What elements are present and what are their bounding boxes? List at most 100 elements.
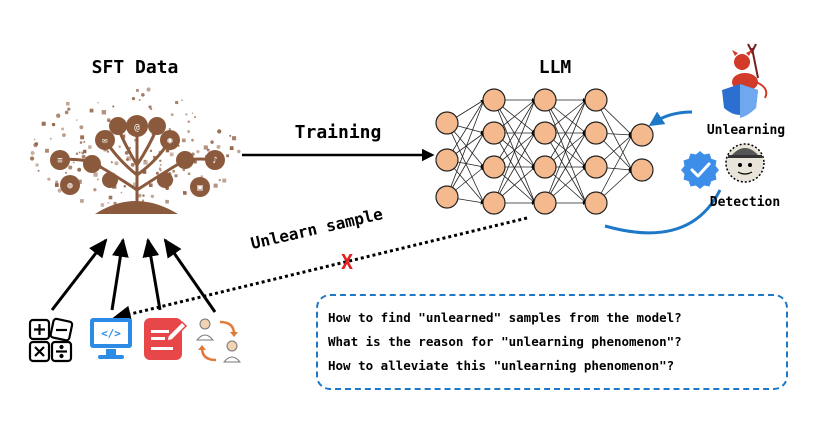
data-icon-dot	[143, 160, 148, 165]
data-icon-dot	[131, 96, 136, 101]
verified-badge-icon	[681, 151, 719, 189]
data-icon-dot	[47, 177, 51, 181]
data-icon-dot	[33, 142, 38, 148]
data-icon-dot	[49, 137, 52, 140]
data-icon-dot	[108, 195, 113, 200]
data-icon-dot	[110, 161, 113, 164]
note-glyph: ≡	[57, 156, 63, 166]
data-icon-dot	[185, 113, 188, 116]
data-icon-dot	[134, 138, 137, 142]
data-icon-dot	[217, 129, 222, 134]
data-icon-dot	[155, 171, 159, 175]
data-icon-dot	[229, 146, 234, 151]
network-edge	[595, 134, 633, 204]
neuron-layer-4	[584, 88, 608, 112]
data-icon-dot	[54, 183, 59, 187]
data-icon-dot	[132, 182, 138, 187]
data-icon-dot	[77, 179, 82, 184]
data-icon-dot	[226, 154, 229, 158]
data-icon-dot	[107, 150, 110, 153]
data-icon-dot	[45, 148, 49, 153]
unlearning-cycle-arrow-top	[648, 110, 693, 127]
data-icon-dot	[67, 107, 71, 111]
network-edge	[595, 99, 633, 171]
writing-icon	[144, 318, 188, 360]
at-glyph: @	[134, 123, 140, 133]
conversation-to-data-arrow	[163, 238, 217, 313]
network-edge	[446, 99, 485, 198]
data-icon-dot	[123, 185, 127, 188]
data-icon-dot	[183, 191, 187, 195]
mail-glyph: ✉	[102, 136, 107, 146]
llm-network-edges	[446, 98, 633, 205]
data-icon-dot	[57, 188, 62, 193]
data-icon-dot	[106, 118, 111, 122]
data-icon-dot	[150, 194, 155, 199]
shield-icon	[722, 84, 758, 118]
data-icon-dot	[169, 152, 174, 157]
data-icon-dot	[216, 144, 221, 149]
data-icon-dot	[182, 168, 185, 171]
data-icon-dot	[200, 175, 203, 178]
data-icon-dot	[165, 199, 169, 204]
data-icon-dot	[37, 169, 40, 172]
cross-mark: X	[341, 250, 353, 274]
neuron-layer-5	[630, 123, 654, 147]
data-icon-dot	[237, 149, 241, 154]
data-icon-dot	[193, 160, 197, 164]
neuron-layer-3	[533, 121, 557, 145]
data-icon-dot	[80, 199, 84, 203]
data-icon-dot	[191, 112, 194, 114]
neuron-layer-1	[435, 185, 459, 209]
conversation-icon	[195, 318, 242, 363]
globe-glyph: ◍	[67, 181, 73, 191]
data-icon-dot	[97, 178, 99, 181]
data-icon-dot	[97, 101, 99, 104]
data-icon-dot	[196, 150, 200, 154]
data-icon-dot	[80, 135, 85, 140]
data-icon-dot	[101, 110, 107, 115]
data-icon-dot	[148, 183, 153, 188]
data-icon-dot	[142, 199, 145, 202]
neuron-layer-2	[482, 191, 506, 215]
eye-glyph: ◉	[167, 136, 173, 146]
neuron-layer-2	[482, 155, 506, 179]
data-icon-dot	[218, 178, 222, 182]
math-operators-icon	[28, 317, 74, 363]
data-icon-dot	[114, 161, 119, 166]
data-icon-dot	[75, 152, 79, 155]
data-icon-dot	[64, 110, 69, 115]
data-icon-dot	[194, 116, 196, 119]
data-icon-dot	[213, 183, 218, 188]
data-icon-dot	[159, 163, 162, 166]
code-monitor-icon: </>	[90, 318, 132, 359]
network-edge	[446, 122, 485, 204]
data-icon-dot	[172, 169, 176, 173]
data-icon-dot	[130, 162, 135, 167]
data-icon-dot	[203, 145, 208, 150]
data-icon-dot	[89, 108, 94, 113]
question-3: How to alleviate this "unlearning phenom…	[328, 358, 675, 373]
sft-data-tree-icon: @ ≡ ✉ ◉ ♪ ◍ ▣	[29, 87, 241, 214]
data-icon-dot	[136, 88, 139, 92]
music-glyph: ♪	[212, 156, 217, 166]
network-edge	[493, 99, 536, 168]
neuron-layer-5	[630, 158, 654, 182]
data-icon-dot	[55, 180, 59, 184]
unlearn-sample-arrow	[111, 216, 528, 323]
network-edge	[493, 99, 536, 204]
data-icon-dot	[61, 127, 64, 131]
data-icon-dot	[180, 99, 183, 102]
neuron-layer-2	[482, 88, 506, 112]
data-icon-dot	[141, 93, 145, 97]
neuron-layer-3	[533, 155, 557, 179]
data-icon-dot	[206, 148, 210, 152]
llm-network-neurons	[435, 88, 654, 215]
neuron-layer-4	[584, 191, 608, 215]
questions-box: How to find "unlearned" samples from the…	[316, 294, 788, 390]
detection-label: Detection	[710, 195, 780, 210]
neuron-layer-4	[584, 121, 608, 145]
data-icon-dot	[120, 191, 123, 194]
data-icon-dot	[68, 165, 73, 170]
data-icon-dot	[83, 149, 87, 154]
